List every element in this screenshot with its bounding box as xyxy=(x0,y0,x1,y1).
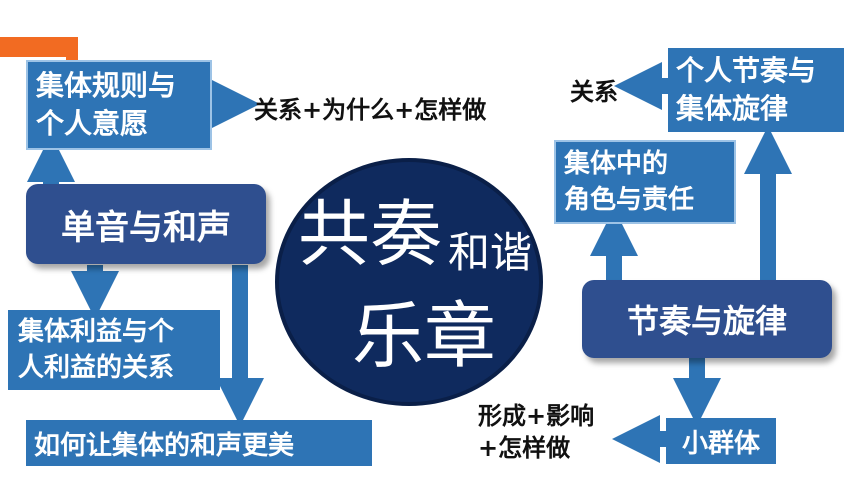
left-bottom-box: 如何让集体的和声更美 xyxy=(26,420,372,466)
right-bottom-note: 形成+影响 +怎样做 xyxy=(478,400,594,464)
left-main-pill: 单音与和声 xyxy=(26,184,266,264)
center-title-small: 和谐 xyxy=(448,228,533,277)
right-top-note: 关系 xyxy=(570,78,618,106)
right-main-pill: 节奏与旋律 xyxy=(582,280,832,358)
right-mid-box: 集体中的 角色与责任 xyxy=(554,140,736,224)
right-bottom-note-line2: +怎样做 xyxy=(478,434,571,462)
left-top-box: 集体规则与 个人意愿 xyxy=(26,60,212,150)
right-mid-box-line1: 集体中的 xyxy=(564,149,669,179)
left-top-note: 关系+为什么+怎样做 xyxy=(254,96,487,124)
right-top-box-line2: 集体旋律 xyxy=(676,92,789,125)
right-top-box-line1: 个人节奏与 xyxy=(676,54,817,87)
right-bottom-note-line1: 形成+影响 xyxy=(478,402,595,430)
left-mid-box: 集体利益与个 人利益的关系 xyxy=(8,310,220,390)
right-top-box: 个人节奏与 集体旋律 xyxy=(668,48,844,132)
right-bottom-box: 小群体 xyxy=(666,418,776,464)
center-circle xyxy=(275,158,543,406)
center-title-line2: 乐章 xyxy=(352,294,497,378)
right-bottom-box-label: 小群体 xyxy=(681,428,760,459)
left-mid-box-line2: 人利益的关系 xyxy=(18,353,175,383)
left-top-box-line2: 个人意愿 xyxy=(36,107,149,140)
orange-corner-bar xyxy=(0,37,68,57)
right-mid-box-line2: 角色与责任 xyxy=(564,185,695,215)
left-top-box-line1: 集体规则与 xyxy=(36,69,177,102)
left-bottom-box-label: 如何让集体的和声更美 xyxy=(34,430,295,461)
center-title-big: 共奏 xyxy=(298,192,443,276)
left-mid-box-line1: 集体利益与个 xyxy=(18,317,175,347)
